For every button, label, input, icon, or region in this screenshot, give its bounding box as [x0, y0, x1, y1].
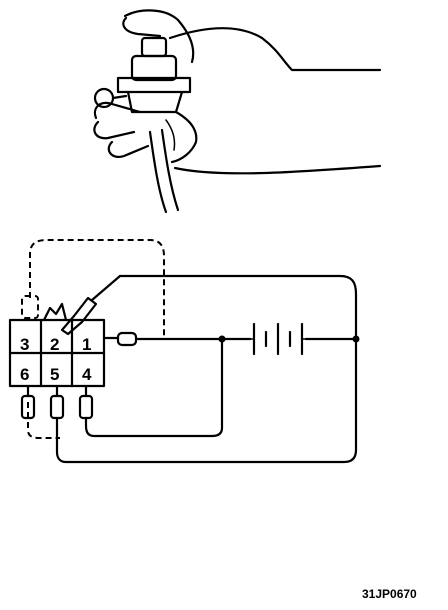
pin-6-label: 6	[20, 365, 29, 384]
dashed-jumper-wire	[21, 239, 165, 439]
pin-5-label: 5	[50, 365, 59, 384]
pin-2-label: 2	[50, 335, 59, 354]
pin-1-label: 1	[82, 335, 91, 354]
figure-code: 31JP0670	[362, 587, 417, 601]
pin-4-label: 4	[82, 365, 92, 384]
circuit-wires	[55, 274, 360, 464]
battery-symbol	[249, 322, 307, 356]
junction-dot	[218, 335, 226, 343]
junction-dot	[352, 335, 360, 343]
pin-3-label: 3	[20, 335, 29, 354]
six-pin-connector	[8, 302, 106, 388]
hand-holding-connector-illustration	[93, 9, 382, 214]
test-probes	[20, 274, 138, 420]
